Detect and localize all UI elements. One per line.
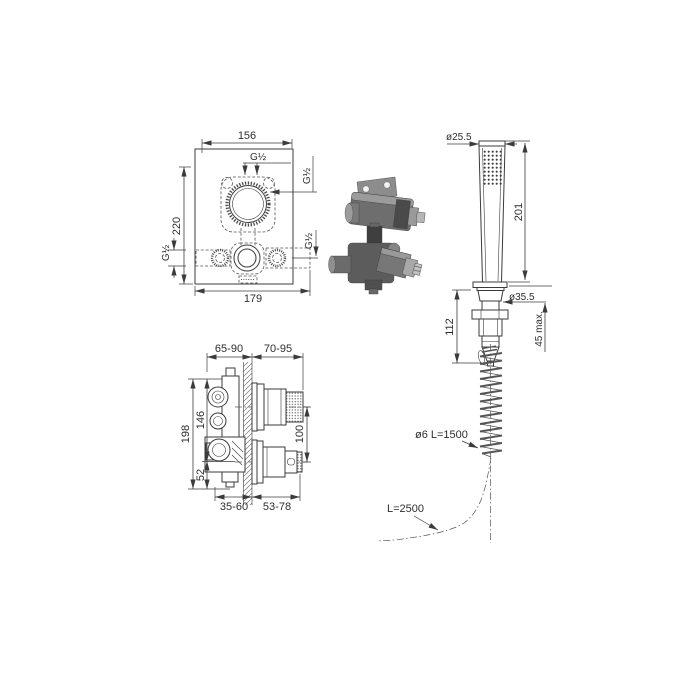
- thread-label-right-lower: G½: [304, 232, 315, 249]
- dim-plate-width-bottom: 179: [244, 293, 262, 305]
- thread-label-left: G½: [161, 244, 172, 261]
- shutoff-cartridge-side: [235, 439, 308, 485]
- plate-marking: [238, 275, 258, 284]
- hose-spiral-label: ø6 L=1500: [415, 429, 468, 441]
- dim-height-total: 198: [180, 425, 192, 443]
- thread-label-top: G½: [250, 152, 267, 163]
- knurled-knob: [285, 391, 304, 423]
- dim-holder-diameter: ø35.5: [509, 292, 535, 303]
- concealed-valve-photo: [328, 176, 426, 295]
- hose-extended-label: L=2500: [387, 503, 424, 515]
- dim-depth-front: 70-95: [264, 343, 292, 355]
- handshower-view: ø25.5 201 ø35.5: [377, 132, 552, 543]
- wall-section: [243, 362, 252, 505]
- dim-handle-length: 201: [513, 203, 525, 221]
- lower-cartridge: [375, 247, 423, 279]
- dim-plate-width-top: 156: [238, 130, 256, 142]
- upper-cartridge: [348, 191, 426, 232]
- dim-height-lower: 52: [195, 469, 207, 481]
- dim-head-diameter: ø25.5: [446, 132, 472, 143]
- thread-label-right-upper: G½: [302, 167, 313, 184]
- shower-holder: [471, 281, 509, 367]
- rough-valve-body: [204, 367, 246, 488]
- hose-spring: [479, 345, 503, 458]
- dim-wall-clearance: 45 max.: [534, 311, 545, 347]
- dim-depth-rear: 65-90: [215, 343, 243, 355]
- wall-plate-front-view: 156 220 179 G½ G½ G½ G½: [161, 130, 319, 305]
- dim-depth-rear-bottom: 35-60: [220, 501, 248, 513]
- dim-holder-height: 112: [444, 318, 456, 336]
- valve-side-view: 65-90 70-95 198 146 52 100 35-60 53-78: [180, 343, 311, 513]
- dim-height-upper: 146: [195, 411, 207, 429]
- dim-plate-height: 220: [171, 217, 183, 235]
- dim-depth-front-bottom: 53-78: [263, 501, 291, 513]
- hose-extended-path: [377, 457, 492, 542]
- spray-face: [482, 149, 503, 186]
- dim-cartridge-spacing: 100: [294, 425, 306, 443]
